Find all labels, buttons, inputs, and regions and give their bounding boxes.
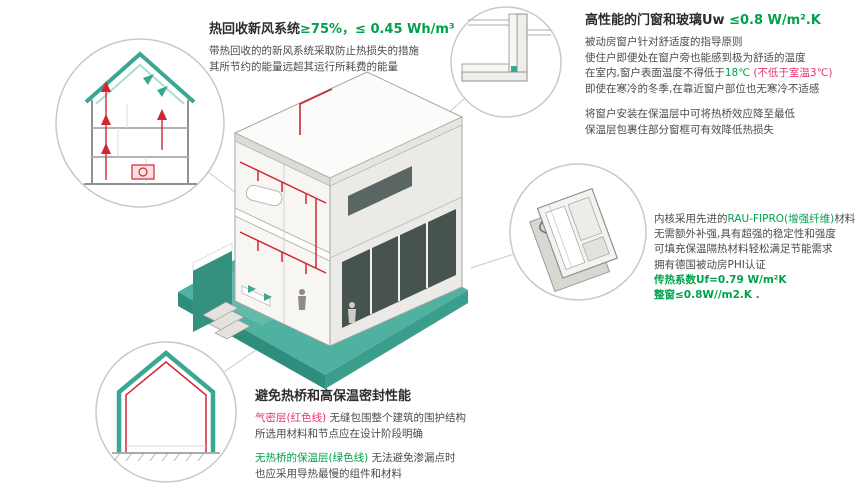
windows-title-value: ≤0.8 W/m².K — [729, 13, 821, 28]
fresh-air-arrows — [248, 285, 272, 301]
profile-uf-value: 传热系数Uf=0.79 W/m²K — [654, 273, 787, 286]
windows-desc-line5: 将窗户安装在保温层中可将热桥效应降至最低 — [585, 107, 795, 120]
thermal-bridge-description: 气密层(红色线) 无缝包围整个建筑的围护结构 所选用材料和节点应在设计阶段明确 … — [255, 411, 595, 492]
heat-recovery-text-block: 热回收新风系统≥75%，≤ 0.45 Wh/m³ 带热回收的的新风系统采取防止热… — [209, 22, 479, 75]
profile-line3: 可填充保温隔热材料轻松满足节能需求 — [654, 243, 833, 256]
airtight-label: 气密层(红色线) — [255, 411, 327, 424]
heat-recovery-desc-line2: 其所节约的能量远超其运行所耗费的能量 — [209, 60, 398, 73]
heat-recovery-title: 热回收新风系统≥75%，≤ 0.45 Wh/m³ — [209, 22, 479, 39]
profile-line1-material: RAU-FIPRO(增强纤维) — [727, 213, 835, 225]
thermal-bridge-text-block: 避免热桥和高保温密封性能 气密层(红色线) 无缝包围整个建筑的围护结构 所选用材… — [255, 389, 595, 492]
heat-recovery-unit — [131, 164, 155, 180]
profile-line1-black2: 材料 — [834, 213, 856, 225]
heat-recovery-title-value: ≥75%，≤ 0.45 Wh/m³ — [300, 22, 455, 37]
heat-recovery-circle — [55, 38, 225, 208]
floor-slab — [234, 207, 331, 262]
airtight-line2: 所选用材料和节点应在设计阶段明确 — [255, 427, 423, 440]
callout-window-profile — [509, 163, 647, 301]
human-figures — [298, 289, 356, 323]
heat-recovery-desc-line1: 带热回收的的新风系统采取防止热损失的措施 — [209, 44, 419, 57]
insulation-line1: 无热桥的保温层(绿色线) 无法避免渗漏点时 — [255, 451, 595, 467]
profile-text-block: 内核采用先进的RAU-FIPRO(增强纤维)材料 无需额外补强,具有超强的稳定性… — [654, 212, 865, 303]
thermal-bridge-drawing — [112, 350, 220, 462]
thermal-bridge-title: 避免热桥和高保温密封性能 — [255, 389, 412, 404]
rooftop-duct — [299, 88, 333, 135]
windows-desc-line3-black: 在室内,窗户表面温度不得低于 — [585, 67, 725, 80]
windows-text-block: 高性能的门窗和玻璃Uw ≤0.8 W/m².K 被动房窗户针对舒适度的指导原则 … — [585, 13, 863, 138]
airtight-layer-line — [125, 361, 207, 452]
callout-heat-recovery — [55, 38, 225, 208]
windows-desc-line3-note: (不低于室温3℃) — [750, 67, 833, 80]
insulation-label: 无热桥的保温层(绿色线) — [255, 452, 369, 465]
windows-desc-line1: 被动房窗户针对舒适度的指导原则 — [585, 35, 743, 48]
airtight-text: 无缝包围整个建筑的围护结构 — [326, 411, 467, 424]
windows-desc-line3: 在室内,窗户表面温度不得低于18℃ (不低于室温3℃) — [585, 66, 863, 82]
windows-title: 高性能的门窗和玻璃Uw ≤0.8 W/m².K — [585, 13, 863, 30]
windows-desc-line3-temp: 18℃ — [724, 67, 750, 80]
insulation-text: 无法避免渗漏点时 — [368, 452, 456, 465]
heat-recovery-title-label: 热回收新风系统 — [209, 22, 301, 37]
window-profile-drawing — [528, 187, 619, 293]
windows-desc-line2: 使住户即便处在窗户旁也能感到极为舒适的温度 — [585, 51, 806, 64]
house-section-drawing — [84, 51, 197, 185]
callout-thermal-bridge — [95, 341, 237, 483]
callout-window-corner — [450, 6, 562, 118]
profile-line1-black1: 内核采用先进的 — [654, 213, 728, 225]
windows-description: 被动房窗户针对舒适度的指导原则 使住户即便处在窗户旁也能感到极为舒适的温度 在室… — [585, 35, 863, 139]
windows-desc-line6: 保温层包裹住部分窗框可有效降低热损失 — [585, 123, 774, 136]
profile-line1: 内核采用先进的RAU-FIPRO(增强纤维)材料 — [654, 212, 865, 227]
profile-line2: 无需额外补强,具有超强的稳定性和强度 — [654, 228, 836, 241]
windows-title-label: 高性能的门窗和玻璃Uw — [585, 13, 730, 28]
profile-uw-value: 整窗≤0.8W//m2.K . — [654, 289, 760, 302]
house-3d — [233, 71, 464, 347]
upper-window — [348, 166, 412, 216]
bathtub — [245, 184, 283, 207]
windows-desc-line4: 即使在寒冷的冬季,在靠近窗户部位也无寒冷不适感 — [585, 83, 820, 96]
platform-steps — [202, 301, 251, 340]
insulation-line2: 也应采用导热最慢的组件和材料 — [255, 468, 402, 481]
ventilation-ducts — [239, 161, 327, 274]
heat-recovery-description: 带热回收的的新风系统采取防止热损失的措施 其所节约的能量远超其运行所耗费的能量 — [209, 44, 479, 76]
insulation-layer-line — [116, 350, 216, 452]
window-corner-drawing — [461, 13, 551, 82]
airtight-line1: 气密层(红色线) 无缝包围整个建筑的围护结构 — [255, 411, 595, 427]
profile-line4: 拥有德国被动房PHI认证 — [654, 258, 766, 271]
